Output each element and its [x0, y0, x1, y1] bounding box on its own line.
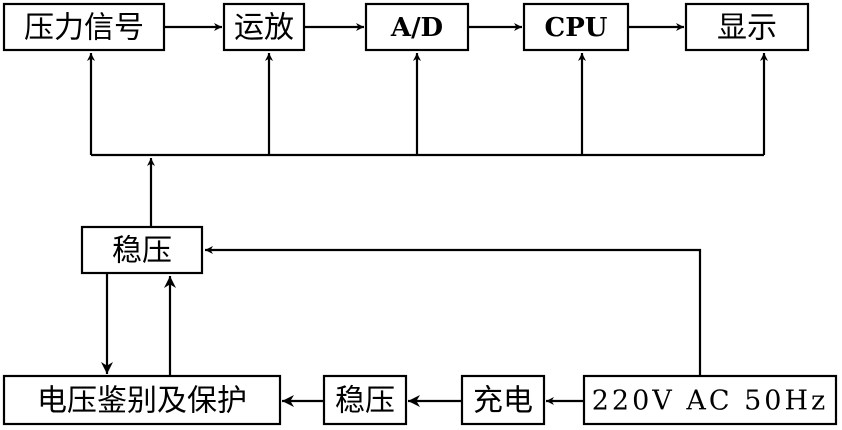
- ac-to-regulator-arrow: [205, 246, 702, 376]
- display-label: 显示: [717, 11, 777, 46]
- voltage-protect-label: 电压鉴别及保护: [37, 384, 247, 419]
- ac-input-block: 220V AC 50Hz: [582, 374, 838, 426]
- pressure-signal-block: 压力信号: [2, 2, 166, 52]
- regulator-top-block: 稳压: [80, 225, 204, 275]
- charge-block: 充电: [460, 374, 546, 426]
- charge-label: 充电: [473, 384, 533, 419]
- cpu-block: CPU: [522, 2, 630, 52]
- pressure-signal-label: 压力信号: [24, 11, 144, 46]
- cpu-label: CPU: [545, 13, 608, 43]
- display-block: 显示: [684, 2, 810, 52]
- adc-label: A/D: [390, 13, 443, 43]
- regulator-bottom-block: 稳压: [322, 374, 408, 426]
- ac-input-label: 220V AC 50Hz: [592, 386, 828, 417]
- amplifier-block: 运放: [222, 2, 306, 52]
- voltage-protect-block: 电压鉴别及保护: [2, 374, 282, 426]
- regulator-bottom-label: 稳压: [335, 384, 395, 419]
- amplifier-label: 运放: [234, 11, 294, 46]
- adc-block: A/D: [364, 2, 470, 52]
- regulator-top-label: 稳压: [112, 234, 172, 269]
